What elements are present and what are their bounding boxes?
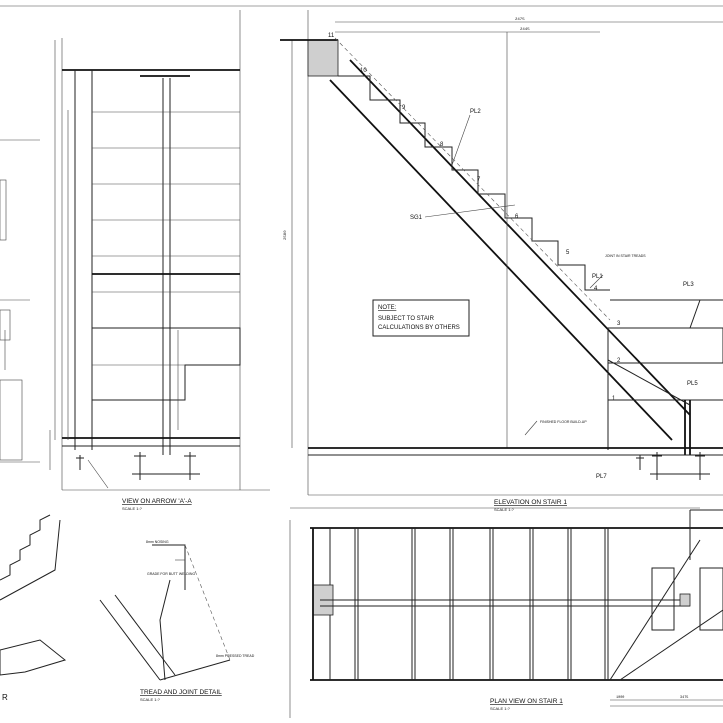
label-pl3: PL3: [683, 282, 694, 288]
plan-title: PLAN VIEW ON STAIR 1: [490, 698, 563, 705]
note-line-2: CALCULATIONS BY OTHERS: [378, 325, 460, 331]
elev-dim-height: 2580: [284, 230, 288, 240]
step-2: 2: [617, 358, 621, 364]
elevation-scale: SCALE 1:?: [494, 507, 515, 512]
step-9: 9: [402, 105, 406, 111]
tread-detail-scale: SCALE 1:?: [140, 697, 161, 702]
left-partial-title: R: [2, 693, 8, 702]
label-pl2: PL2: [470, 109, 481, 115]
step-4: 4: [594, 286, 598, 292]
tread-note-1: 8mm NOSING: [146, 540, 169, 544]
step-7: 7: [477, 177, 481, 183]
plan-dim-a: 1000: [616, 696, 624, 700]
plan-scale: SCALE 1:?: [490, 706, 511, 711]
step-10: 10: [360, 68, 367, 74]
note-line-1: SUBJECT TO STAIR: [378, 316, 435, 322]
tread-joint-detail: 8mm NOSING GRADE FOR BUTT WELDING 8mm PR…: [99, 540, 255, 702]
view-a-scale: SCALE 1:?: [122, 506, 143, 511]
annotation-joint: JOINT IN STAIR TREADS: [605, 254, 646, 258]
plan-dim-b: 3475: [680, 696, 688, 700]
step-3: 3: [617, 321, 621, 327]
tread-note-2: GRADE FOR BUTT WELDING: [147, 572, 195, 576]
elev-dim-top2: 2445: [520, 28, 530, 32]
annotation-floor: FINISHED FLOOR BUILD-UP: [540, 420, 587, 424]
step-5: 5: [566, 250, 570, 256]
plan-view-stair-1: 1000 3475 PLAN VIEW ON STAIR 1 SCALE 1:?: [289, 507, 723, 718]
step-1: 1: [612, 396, 616, 402]
label-pl5: PL5: [687, 381, 698, 387]
step-11: 11: [328, 33, 335, 39]
view-arrow-a: VIEW ON ARROW 'A'-A SCALE 1:?: [54, 10, 270, 511]
elev-dim-top1: 2475: [515, 18, 525, 22]
label-sg1: SG1: [410, 215, 423, 221]
left-partial-details: R: [0, 139, 67, 702]
label-pl1: PL1: [592, 274, 603, 280]
elevation-stair-1: 2475 2445 2580 1 2 3 4 5 6 7 8 9 10 11: [280, 10, 723, 512]
note-heading: NOTE:: [378, 305, 397, 311]
step-6: 6: [515, 214, 519, 220]
view-a-title: VIEW ON ARROW 'A'-A: [122, 498, 192, 505]
note-box: [372, 299, 470, 337]
tread-detail-title: TREAD AND JOINT DETAIL: [140, 689, 222, 696]
elevation-title: ELEVATION ON STAIR 1: [494, 499, 567, 506]
tread-note-3: 8mm PRESSED TREAD: [216, 654, 255, 658]
step-8: 8: [440, 142, 444, 148]
label-pl7: PL7: [596, 474, 607, 480]
